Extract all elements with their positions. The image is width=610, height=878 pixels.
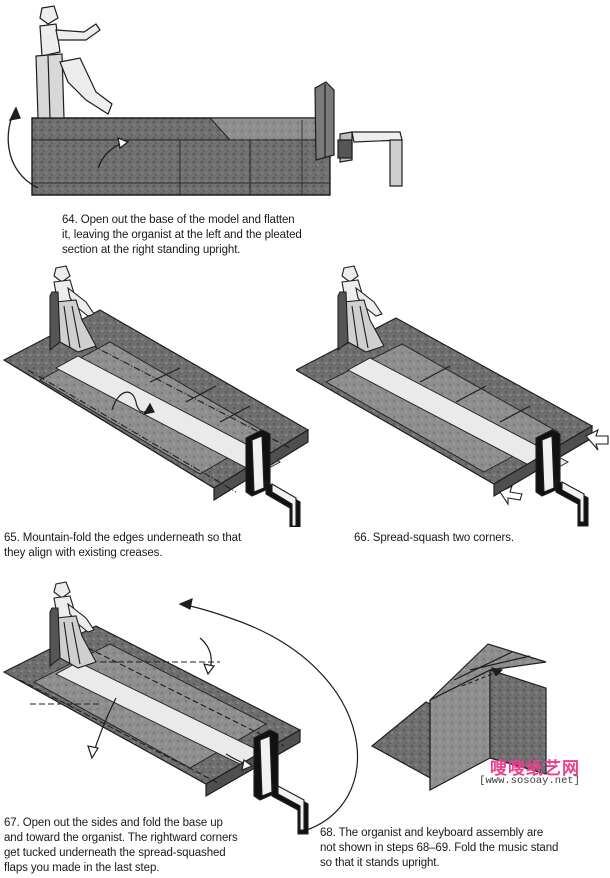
caption-line: 64. Open out the base of the model and f… (62, 214, 295, 226)
mountain-fold-arrow (111, 391, 155, 415)
caption-line: 66. Spread-squash two corners. (354, 532, 515, 544)
caption-line: flaps you made in the last step. (4, 862, 160, 874)
step-64-caption: 64. Open out the base of the model and f… (62, 213, 302, 258)
fold-up-arrow (87, 598, 359, 833)
step-68-diagram (370, 640, 585, 800)
caption-line: 65. Mountain-fold the edges underneath s… (4, 532, 242, 544)
step-67-diagram (0, 578, 372, 836)
fold-arrow (461, 667, 504, 687)
caption-line: not shown in steps 68–69. Fold the music… (320, 842, 559, 854)
model-base (2, 309, 310, 502)
step-68-caption: 68. The organist and keyboard assembly a… (320, 826, 558, 871)
organist-figure (35, 5, 113, 119)
pleated-section (314, 81, 403, 187)
organist-figure (49, 265, 97, 353)
keyboard-assembly (535, 429, 589, 527)
step-65-diagram (0, 262, 320, 527)
caption-line: it, leaving the organist at the left and… (62, 229, 302, 241)
organist-figure (337, 265, 385, 353)
caption-line: they align with existing creases. (4, 547, 163, 559)
caption-line: section at the right standing upright. (62, 244, 241, 256)
step-66-caption: 66. Spread-squash two corners. (354, 531, 514, 546)
caption-line: 68. The organist and keyboard assembly a… (320, 827, 544, 839)
unfold-arrows (7, 106, 130, 189)
caption-line: so that it stands upright. (320, 857, 440, 869)
model-base (296, 317, 594, 498)
spread-squash-arrows (499, 428, 609, 506)
caption-line: get tucked underneath the spread-squashe… (4, 847, 226, 859)
keyboard-assembly (253, 729, 309, 835)
step-67-caption: 67. Open out the sides and fold the base… (4, 816, 238, 876)
step-66-diagram (296, 262, 610, 527)
step-65-caption: 65. Mountain-fold the edges underneath s… (4, 531, 241, 561)
valley-fold-lines (19, 643, 285, 785)
caption-line: and toward the organist. The rightward c… (4, 832, 238, 844)
step-64-diagram (0, 0, 420, 205)
model-base (31, 117, 331, 196)
watermark-url: [www.sosoay.net] (479, 775, 580, 787)
keyboard-assembly (245, 429, 301, 527)
organist-figure (49, 581, 97, 669)
watermark-site-name: 嗖嗖纸艺网 (490, 759, 580, 778)
mountain-fold-lines (27, 333, 291, 493)
caption-line: 67. Open out the sides and fold the base… (4, 817, 223, 829)
music-stand-block (370, 643, 547, 791)
